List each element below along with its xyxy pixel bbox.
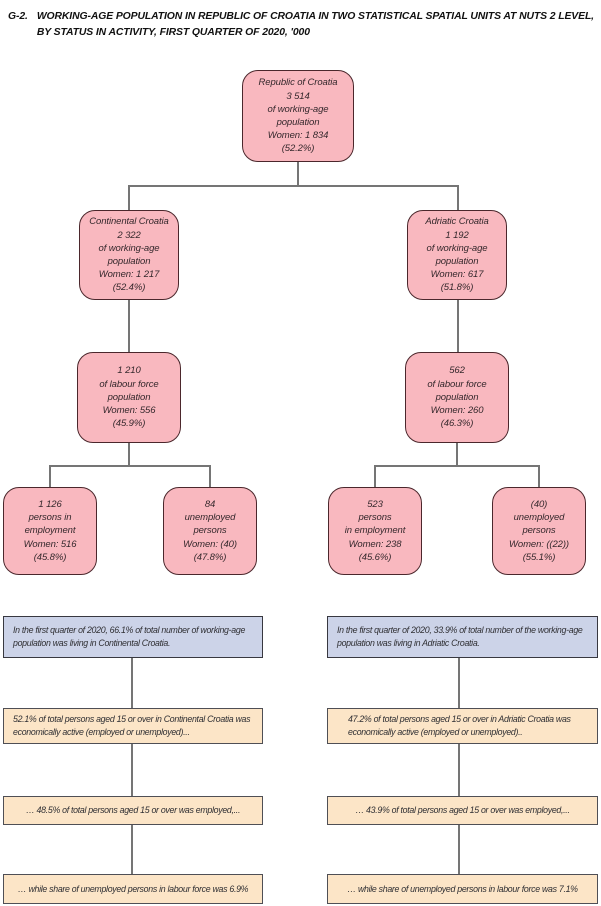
node-continental-employment: 1 126 persons in employment Women: 516 (… xyxy=(3,487,97,575)
connector-continental-note-1 xyxy=(131,658,133,708)
node-text-line: 523 xyxy=(367,498,383,510)
connector-adriatic-note-2 xyxy=(458,744,460,796)
node-text-line: population xyxy=(107,391,151,403)
note-continental-activity: 52.1% of total persons aged 15 or over i… xyxy=(3,708,263,744)
node-text-line: Women: 516 xyxy=(23,538,77,550)
node-text-line: Women: 617 xyxy=(430,269,484,281)
connector-continental-labour xyxy=(128,300,130,352)
node-text-line: (51.8%) xyxy=(440,282,474,294)
node-text-line: unemployed xyxy=(513,512,565,524)
node-text-line: population xyxy=(435,391,479,403)
node-continental-labour-force: 1 210 of labour force population Women: … xyxy=(77,352,181,443)
node-republic-of-croatia: Republic of Croatia 3 514 of working-age… xyxy=(242,70,354,162)
node-text-line: (45.8%) xyxy=(33,551,67,563)
note-text: 52.1% of total persons aged 15 or over i… xyxy=(13,714,251,737)
node-text-line: of labour force xyxy=(99,378,159,390)
node-text-line: 3 514 xyxy=(286,90,310,102)
connector-adriatic-drop xyxy=(457,185,459,210)
node-text-line: (52.4%) xyxy=(112,282,146,294)
connector-adriatic-labour-stem xyxy=(456,443,458,467)
note-text: In the first quarter of 2020, 66.1% of t… xyxy=(13,625,246,648)
connector-adriatic-note-1 xyxy=(458,658,460,708)
node-text-line: unemployed xyxy=(184,512,236,524)
node-text-line: population xyxy=(276,117,320,128)
figure-title: G-2. WORKING-AGE POPULATION IN REPUBLIC … xyxy=(8,9,594,40)
node-text-line: of labour force xyxy=(427,378,487,390)
note-continental-share: In the first quarter of 2020, 66.1% of t… xyxy=(3,616,263,658)
node-text-line: (45.6%) xyxy=(358,551,392,563)
node-text-line: of working-age xyxy=(267,103,329,115)
node-text-line: of working-age xyxy=(426,242,488,254)
note-text: 47.2% of total persons aged 15 or over i… xyxy=(348,714,571,737)
connector-continental-drop xyxy=(128,185,130,210)
node-adriatic-croatia: Adriatic Croatia 1 192 of working-age po… xyxy=(407,210,507,300)
figure-number: G-2. xyxy=(8,11,28,22)
node-text-line: 1 210 xyxy=(117,365,141,377)
node-text-line: population xyxy=(435,256,479,267)
connector-adriatic-labour xyxy=(457,300,459,352)
connector-level2-horizontal xyxy=(128,185,459,187)
node-text-line: Women: ((22)) xyxy=(509,538,569,550)
node-text-line: Women: 1 834 xyxy=(267,130,329,142)
node-text-line: Adriatic Croatia xyxy=(425,216,489,228)
figure-title-text: WORKING-AGE POPULATION IN REPUBLIC OF CR… xyxy=(37,9,594,40)
connector-continental-note-2 xyxy=(131,744,133,796)
connector-continental-unemployed-drop xyxy=(209,465,211,487)
node-text-line: persons xyxy=(358,512,392,524)
node-adriatic-employment: 523 persons in employment Women: 238 (45… xyxy=(328,487,422,575)
node-text-line: Continental Croatia xyxy=(89,216,169,228)
node-text-line: persons xyxy=(522,525,556,537)
node-text-line: 84 xyxy=(204,498,216,510)
connector-root-stem xyxy=(297,162,299,187)
node-text-line: 1 192 xyxy=(445,229,469,241)
node-text-line: Women: 238 xyxy=(348,538,402,550)
note-text: In the first quarter of 2020, 33.9% of t… xyxy=(337,625,583,648)
note-adriatic-unemployment-rate: … while share of unemployed persons in l… xyxy=(327,874,598,904)
node-continental-unemployed: 84 unemployed persons Women: (40) (47.8%… xyxy=(163,487,257,575)
node-text-line: persons xyxy=(193,525,227,537)
connector-adriatic-note-3 xyxy=(458,825,460,874)
node-text-line: persons in xyxy=(28,512,72,524)
node-text-line: Women: (40) xyxy=(183,538,237,550)
note-text: … 43.9% of total persons aged 15 or over… xyxy=(355,805,570,816)
node-text-line: 562 xyxy=(449,365,465,377)
note-adriatic-share: In the first quarter of 2020, 33.9% of t… xyxy=(327,616,598,658)
note-adriatic-employment-rate: … 43.9% of total persons aged 15 or over… xyxy=(327,796,598,825)
node-text-line: (52.2%) xyxy=(281,143,315,155)
node-text-line: Women: 556 xyxy=(102,405,156,417)
node-adriatic-unemployed: (40) unemployed persons Women: ((22)) (5… xyxy=(492,487,586,575)
node-text-line: (47.8%) xyxy=(193,551,227,563)
node-text-line: (46.3%) xyxy=(440,418,474,430)
node-continental-croatia: Continental Croatia 2 322 of working-age… xyxy=(79,210,179,300)
node-adriatic-labour-force: 562 of labour force population Women: 26… xyxy=(405,352,509,443)
node-text-line: (40) xyxy=(530,498,548,510)
connector-continental-children-horizontal xyxy=(49,465,211,467)
figure-title-line2: BY STATUS IN ACTIVITY, FIRST QUARTER OF … xyxy=(36,26,310,38)
connector-adriatic-children-horizontal xyxy=(374,465,539,467)
note-text: … while share of unemployed persons in l… xyxy=(347,883,578,894)
note-adriatic-activity: 47.2% of total persons aged 15 or over i… xyxy=(327,708,598,744)
node-text-line: (45.9%) xyxy=(112,418,146,430)
note-text: … while share of unemployed persons in l… xyxy=(17,883,249,894)
node-text-line: (55.1%) xyxy=(522,551,556,563)
connector-continental-labour-stem xyxy=(128,443,130,467)
node-text-line: employment xyxy=(24,525,76,537)
note-continental-unemployment-rate: … while share of unemployed persons in l… xyxy=(3,874,263,904)
connector-adriatic-unemployed-drop xyxy=(538,465,540,487)
connector-continental-note-3 xyxy=(131,825,133,874)
figure-title-line1: WORKING-AGE POPULATION IN REPUBLIC OF CR… xyxy=(36,11,594,22)
node-text-line: population xyxy=(107,256,151,267)
node-text-line: 1 126 xyxy=(38,498,62,510)
node-text-line: in employment xyxy=(344,525,406,537)
node-text-line: of working-age xyxy=(98,242,160,254)
node-text-line: Republic of Croatia xyxy=(258,77,338,89)
node-text-line: 2 322 xyxy=(117,229,141,241)
connector-continental-employed-drop xyxy=(49,465,51,487)
node-text-line: Women: 260 xyxy=(430,405,484,417)
node-text-line: Women: 1 217 xyxy=(98,269,160,281)
note-continental-employment-rate: … 48.5% of total persons aged 15 or over… xyxy=(3,796,263,825)
connector-adriatic-employed-drop xyxy=(374,465,376,487)
note-text: … 48.5% of total persons aged 15 or over… xyxy=(25,805,241,816)
